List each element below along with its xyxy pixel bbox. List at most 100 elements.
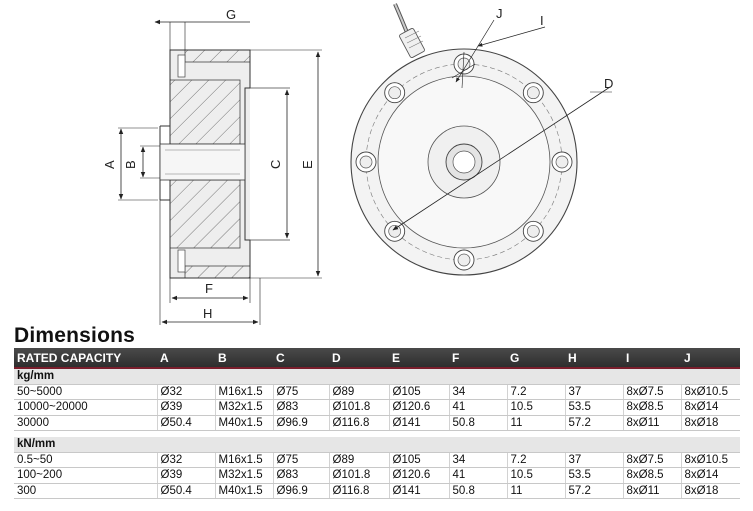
bolt-hole: [457, 253, 471, 267]
bolt-hole: [555, 155, 569, 169]
column-header: D: [329, 348, 389, 369]
bolt-hole: [526, 86, 540, 100]
table-cell: 53.5: [565, 467, 624, 484]
table-cell: 8xØ8.5: [623, 467, 682, 484]
column-header: H: [565, 348, 623, 369]
table-cell: 8xØ18: [681, 415, 740, 431]
table-cell: 57.2: [565, 483, 624, 499]
table-cell: 7.2: [507, 452, 566, 468]
table-cell: Ø39: [157, 399, 216, 416]
dimension-h: H: [159, 200, 261, 325]
label-d: D: [604, 76, 613, 91]
table-cell: Ø105: [389, 384, 450, 400]
table-cell: 37: [565, 452, 624, 468]
table-cell: 100~200: [14, 467, 158, 484]
table-cell: Ø89: [329, 452, 390, 468]
dimension-c: C: [268, 89, 290, 239]
column-header: C: [273, 348, 329, 369]
table-cell: Ø101.8: [329, 399, 390, 416]
table-cell: 7.2: [507, 384, 566, 400]
column-header: G: [507, 348, 565, 369]
bolt-hole: [526, 224, 540, 238]
table-cell: 8xØ7.5: [623, 384, 682, 400]
table-cell: M40x1.5: [215, 415, 274, 431]
table-cell: M32x1.5: [215, 399, 274, 416]
table-cell: Ø32: [157, 384, 216, 400]
table-cell: 41: [449, 399, 508, 416]
table-cell: 11: [507, 415, 566, 431]
table-cell: Ø105: [389, 452, 450, 468]
table-cell: M40x1.5: [215, 483, 274, 499]
table-cell: 8xØ14: [681, 467, 740, 484]
dimension-d: D: [392, 76, 613, 231]
unit-label: kg/mm: [14, 367, 740, 385]
column-header: J: [681, 348, 740, 369]
table-cell: Ø141: [389, 415, 450, 431]
section-body: [159, 49, 290, 279]
bolt-hole: [457, 57, 471, 71]
table-cell: M16x1.5: [215, 384, 274, 400]
table-cell: M32x1.5: [215, 467, 274, 484]
table-cell: Ø83: [273, 467, 330, 484]
table-cell: 8xØ8.5: [623, 399, 682, 416]
table-cell: Ø83: [273, 399, 330, 416]
column-header: RATED CAPACITY: [14, 348, 157, 369]
label-g: G: [226, 7, 236, 22]
technical-drawing: G A B C E: [102, 3, 613, 325]
table-cell: 53.5: [565, 399, 624, 416]
dimension-f: F: [169, 278, 251, 303]
unit-group-row: kN/mm: [14, 435, 740, 453]
label-f: F: [205, 281, 213, 296]
dimension-g: G: [154, 7, 250, 50]
table-cell: Ø75: [273, 452, 330, 468]
table-cell: Ø39: [157, 467, 216, 484]
unit-label: kN/mm: [14, 435, 740, 453]
table-cell: Ø101.8: [329, 467, 390, 484]
table-cell: Ø120.6: [389, 399, 450, 416]
table-cell: 30000: [14, 415, 158, 431]
table-cell: 10000~20000: [14, 399, 158, 416]
table-cell: Ø116.8: [329, 415, 390, 431]
bolt-hole: [388, 224, 402, 238]
table-cell: 10.5: [507, 467, 566, 484]
section-title: Dimensions: [14, 324, 136, 347]
table-cell: Ø75: [273, 384, 330, 400]
table-cell: 57.2: [565, 415, 624, 431]
cable: [393, 3, 425, 58]
column-header: E: [389, 348, 449, 369]
table-cell: 41: [449, 467, 508, 484]
table-cell: 300: [14, 483, 158, 499]
table-cell: 10.5: [507, 399, 566, 416]
top-view: D I J: [350, 3, 613, 276]
dimension-b: B: [123, 145, 160, 179]
table-cell: Ø32: [157, 452, 216, 468]
table-cell: 8xØ7.5: [623, 452, 682, 468]
unit-group-row: kg/mm: [14, 367, 740, 385]
table-cell: 34: [449, 452, 508, 468]
bolt-hole: [388, 86, 402, 100]
dimension-e: E: [250, 49, 322, 279]
table-cell: 8xØ18: [681, 483, 740, 499]
table-cell: 8xØ10.5: [681, 452, 740, 468]
table-cell: Ø89: [329, 384, 390, 400]
label-c: C: [268, 160, 283, 169]
table-cell: Ø50.4: [157, 415, 216, 431]
column-header: A: [157, 348, 215, 369]
side-section-view: G A B C E: [102, 7, 322, 325]
table-cell: 34: [449, 384, 508, 400]
table-cell: 11: [507, 483, 566, 499]
table-cell: 50.8: [449, 483, 508, 499]
column-header: B: [215, 348, 273, 369]
dimension-i-j: I J: [451, 6, 546, 89]
table-cell: 8xØ10.5: [681, 384, 740, 400]
label-b: B: [123, 160, 138, 169]
table-cell: Ø141: [389, 483, 450, 499]
